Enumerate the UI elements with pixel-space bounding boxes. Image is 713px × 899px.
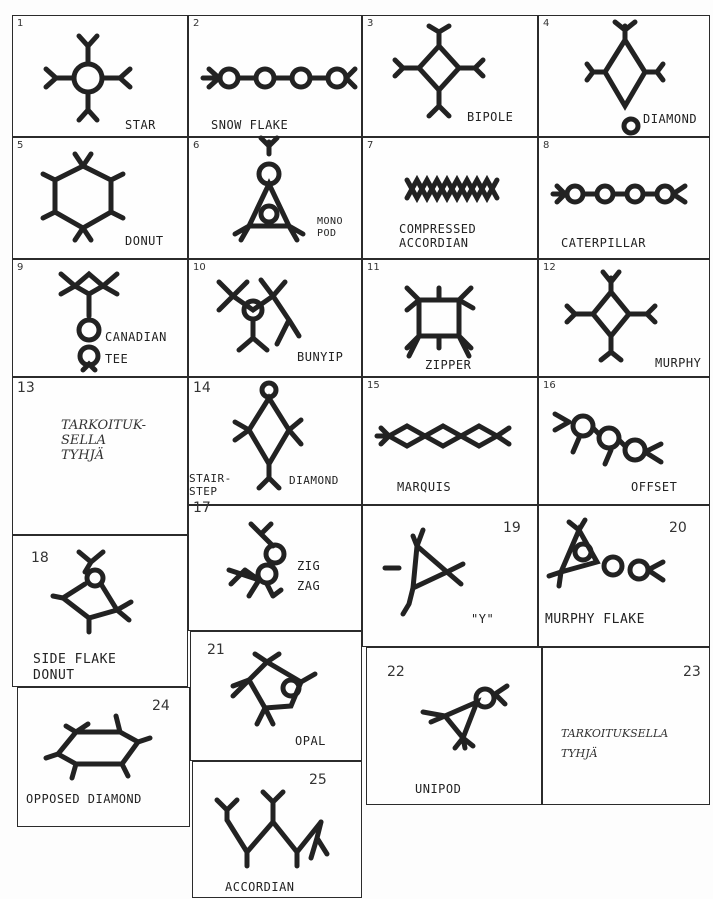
cell-label: "Y" [471, 612, 494, 626]
cell-13: 13 TARKOITUK- SELLA TYHJÄ [12, 377, 188, 535]
cell-label: DONUT [125, 234, 164, 248]
star-figure [13, 16, 189, 138]
cell-donut: 5 DONUT [12, 137, 188, 259]
cell-label: OFFSET [631, 480, 677, 494]
cell-label: STAIR- STEP [189, 472, 232, 498]
cell-murphy-flake: 20 MURPHY FLAKE [538, 505, 710, 647]
cell-label: MARQUIS [397, 480, 451, 494]
cell-label: ACCORDIAN [225, 880, 295, 894]
cell-opal: 21 OPAL [190, 631, 362, 761]
cell-label: CATERPILLAR [561, 236, 646, 250]
cell-bunyip: 10 BUNYIP [188, 259, 362, 377]
cell-label: OPAL [295, 734, 326, 748]
cell-label: DIAMOND [643, 112, 697, 126]
cell-number: 13 [17, 380, 35, 396]
cell-unipod: 22 UNIPOD [366, 647, 542, 805]
mono-pod-figure [189, 138, 363, 260]
cell-label-2: DIAMOND [289, 474, 339, 487]
cell-murphy: 12 MURPHY [538, 259, 710, 377]
cell-star: 1 STAR [12, 15, 188, 137]
cell-side-flake-donut: 18 SIDE FLAKE DONUT [12, 535, 188, 687]
cell-compressed-accordian: 7 COMPRESSED ACCORDIAN [362, 137, 538, 259]
cell-stair-step-diamond: 14 STAIR- STEP DIAMOND [188, 377, 362, 505]
cell-label: MONO POD [317, 216, 343, 240]
cell-23: 23 TARKOITUKSELLA TYHJÄ [542, 647, 710, 805]
cell-label: SNOW FLAKE [211, 118, 288, 132]
cell-number: 23 [683, 664, 701, 680]
cell-mono-pod: 6 MONO POD [188, 137, 362, 259]
cell-diamond: 4 DIAMOND [538, 15, 710, 137]
opal-figure [191, 632, 363, 762]
cell-label: COMPRESSED ACCORDIAN [399, 222, 476, 250]
cell-label: ZIPPER [425, 358, 471, 372]
y-figure [363, 506, 539, 648]
opposed-diamond-figure [18, 688, 191, 828]
cell-label: STAR [125, 118, 156, 132]
offset-figure [539, 378, 711, 506]
cell-caterpillar: 8 CATERPILLAR [538, 137, 710, 259]
accordian-figure [193, 762, 363, 899]
handwritten-note: TARKOITUK- SELLA TYHJÄ [61, 418, 146, 463]
cell-opposed-diamond: 24 OPPOSED DIAMOND [17, 687, 190, 827]
handwritten-note: TARKOITUKSELLA TYHJÄ [561, 724, 668, 764]
cell-canadian-tee: 9 CANADIAN TEE [12, 259, 188, 377]
cell-y: 19 "Y" [362, 505, 538, 647]
cell-label: MURPHY [655, 356, 701, 370]
cell-label: CANADIAN TEE [105, 326, 167, 370]
cell-accordian: 25 ACCORDIAN [192, 761, 362, 898]
cell-marquis: 15 MARQUIS [362, 377, 538, 505]
zig-zag-figure [189, 506, 363, 632]
cell-zig-zag: 17 ZIG ZAG [188, 505, 362, 631]
cell-zipper: 11 ZIPPER [362, 259, 538, 377]
cell-label: BIPOLE [467, 110, 513, 124]
cell-offset: 16 OFFSET [538, 377, 710, 505]
cell-label: BUNYIP [297, 350, 343, 364]
cell-label: ZIG ZAG [297, 556, 320, 596]
cell-snow-flake: 2 SNOW FLAKE [188, 15, 362, 137]
cell-label: MURPHY FLAKE [545, 612, 645, 627]
cell-bipole: 3 BIPOLE [362, 15, 538, 137]
cell-label: OPPOSED DIAMOND [26, 792, 142, 806]
cell-label: SIDE FLAKE DONUT [33, 652, 116, 684]
cell-label: UNIPOD [415, 782, 461, 796]
